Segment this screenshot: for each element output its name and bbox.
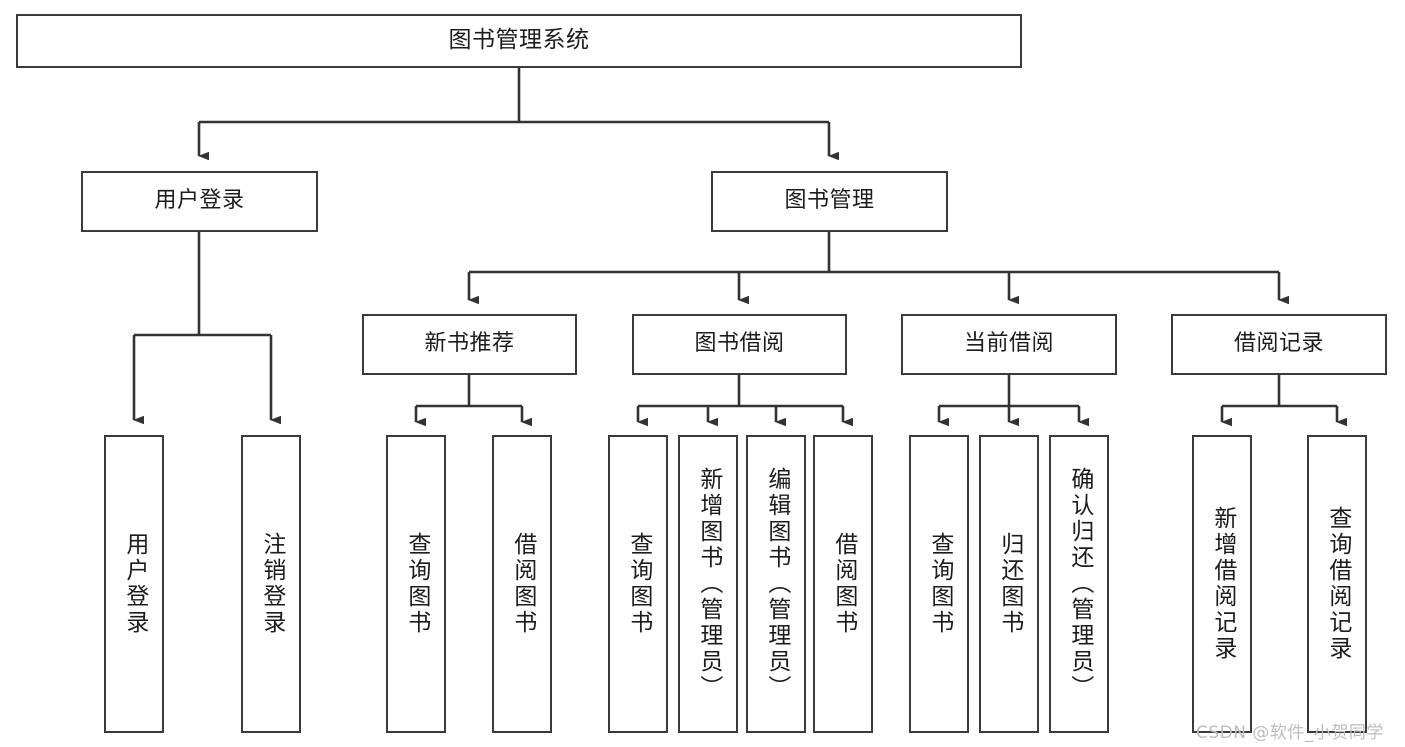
node-label: 查询图书 bbox=[403, 532, 430, 636]
node-leaf-add-borrow-record[interactable]: 新增借阅记录 bbox=[1192, 435, 1252, 733]
node-book-management[interactable]: 图书管理 bbox=[711, 171, 948, 232]
csdn-watermark: CSDN @软件_小贺同学 bbox=[1196, 723, 1384, 743]
node-label: 编辑图书（管理员） bbox=[763, 467, 790, 701]
node-label: 借阅图书 bbox=[830, 532, 857, 636]
node-label: 查询借阅记录 bbox=[1324, 506, 1351, 662]
node-leaf-add-book-admin[interactable]: 新增图书（管理员） bbox=[678, 435, 738, 733]
node-label: 归还图书 bbox=[996, 532, 1023, 636]
connector-group-root bbox=[197, 68, 839, 161]
node-leaf-borrow-book[interactable]: 借阅图书 bbox=[813, 435, 873, 733]
node-leaf-return-book[interactable]: 归还图书 bbox=[979, 435, 1039, 733]
node-label: 图书管理系统 bbox=[448, 27, 590, 54]
node-leaf-confirm-return-admin[interactable]: 确认归还（管理员） bbox=[1049, 435, 1109, 733]
node-label: 当前借阅 bbox=[963, 331, 1054, 357]
node-book-borrowing[interactable]: 图书借阅 bbox=[632, 314, 847, 375]
node-leaf-edit-book-admin[interactable]: 编辑图书（管理员） bbox=[746, 435, 806, 733]
node-label: 图书管理 bbox=[784, 188, 875, 214]
connector-group-book-borrow bbox=[636, 375, 853, 427]
node-new-book-recommendation[interactable]: 新书推荐 bbox=[362, 314, 577, 375]
node-label: 新增借阅记录 bbox=[1209, 506, 1236, 662]
node-leaf-query-book-borrow[interactable]: 查询图书 bbox=[608, 435, 668, 733]
node-leaf-query-book-current[interactable]: 查询图书 bbox=[909, 435, 969, 733]
node-leaf-query-borrow-record[interactable]: 查询借阅记录 bbox=[1307, 435, 1367, 733]
node-label: 查询图书 bbox=[926, 532, 953, 636]
connector-group-borrow-record bbox=[1220, 375, 1347, 427]
node-current-borrowing[interactable]: 当前借阅 bbox=[901, 314, 1117, 375]
node-leaf-logout[interactable]: 注销登录 bbox=[241, 435, 301, 733]
connector-group-current-borrow bbox=[937, 375, 1089, 427]
node-leaf-user-login[interactable]: 用户登录 bbox=[104, 435, 164, 733]
connector-group-user-login bbox=[132, 232, 281, 425]
connector-group-book-manage bbox=[467, 232, 1289, 305]
node-label: 借阅图书 bbox=[509, 532, 536, 636]
connector-group-new-book bbox=[414, 375, 532, 427]
node-label: 借阅记录 bbox=[1233, 331, 1324, 357]
node-label: 图书借阅 bbox=[694, 331, 785, 357]
node-label: 新增图书（管理员） bbox=[695, 467, 722, 701]
node-label: 注销登录 bbox=[258, 532, 285, 636]
node-label: 用户登录 bbox=[154, 188, 245, 214]
node-label: 查询图书 bbox=[625, 532, 652, 636]
node-leaf-borrow-book-recommend[interactable]: 借阅图书 bbox=[492, 435, 552, 733]
node-borrowing-record[interactable]: 借阅记录 bbox=[1171, 314, 1387, 375]
node-leaf-query-book-recommend[interactable]: 查询图书 bbox=[386, 435, 446, 733]
node-label: 新书推荐 bbox=[424, 331, 515, 357]
node-label: 确认归还（管理员） bbox=[1066, 467, 1093, 701]
node-label: 用户登录 bbox=[121, 532, 148, 636]
node-root-book-management-system[interactable]: 图书管理系统 bbox=[16, 14, 1022, 68]
node-user-login[interactable]: 用户登录 bbox=[81, 171, 318, 232]
